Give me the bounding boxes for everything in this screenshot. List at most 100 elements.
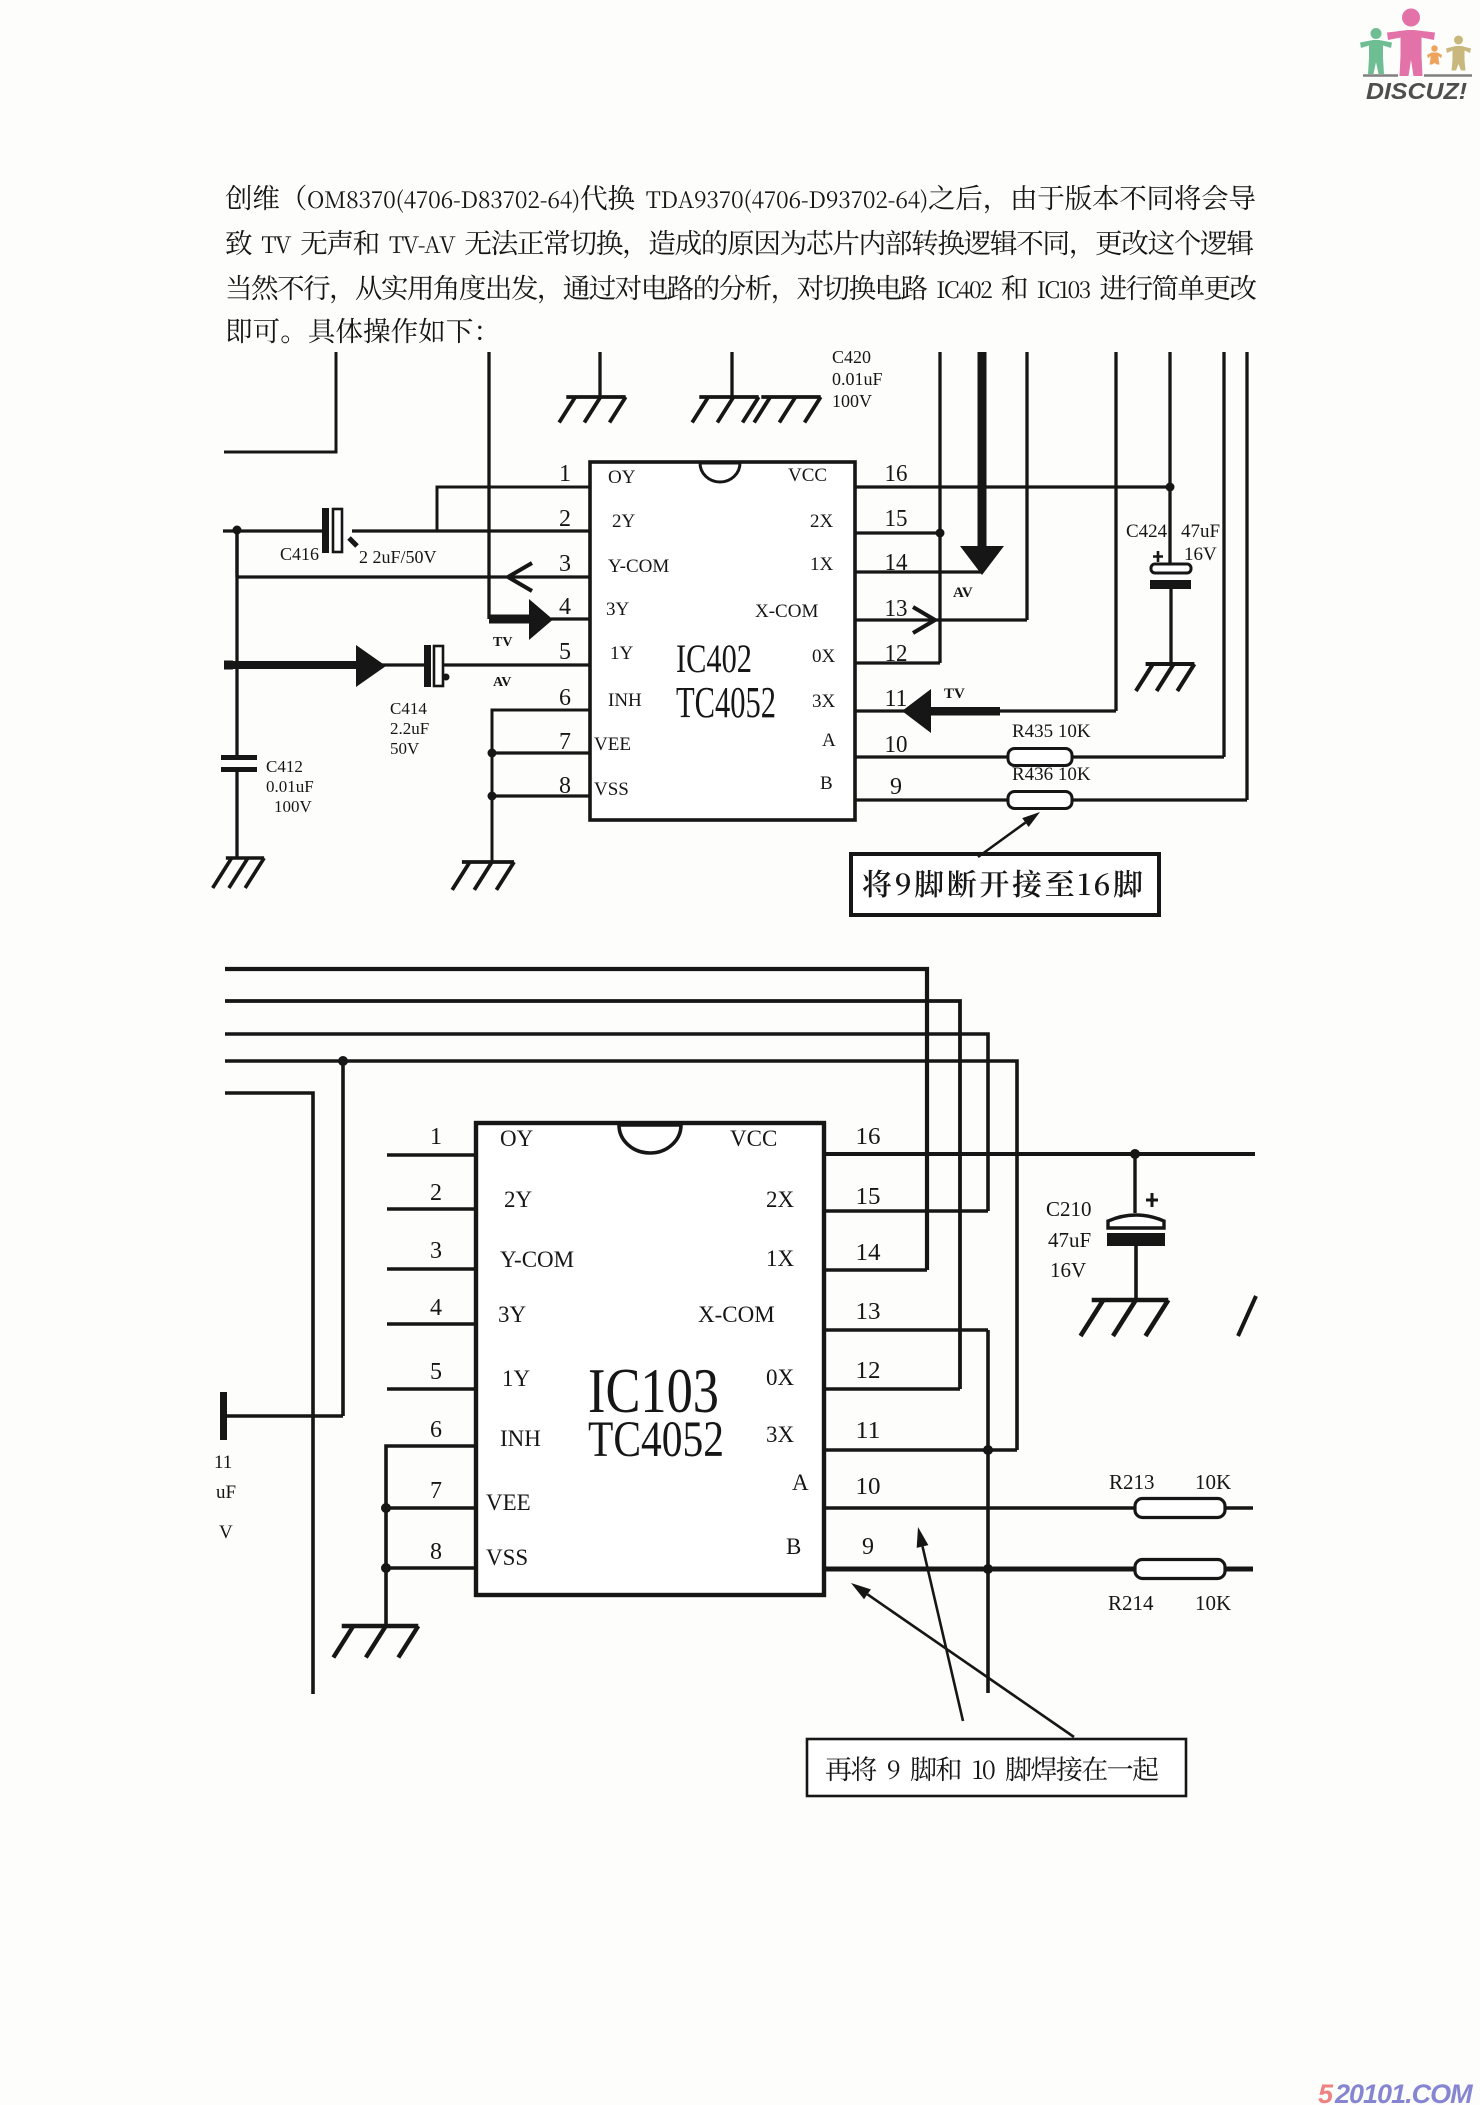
svg-text:16V: 16V — [1050, 1258, 1086, 1282]
svg-text:12: 12 — [885, 641, 908, 667]
svg-text:X-COM: X-COM — [698, 1302, 775, 1327]
svg-text:14: 14 — [856, 1240, 881, 1266]
svg-text:OY: OY — [500, 1126, 534, 1151]
svg-text:4: 4 — [559, 594, 571, 620]
svg-text:3X: 3X — [766, 1422, 795, 1447]
svg-text:5: 5 — [1318, 2079, 1334, 2105]
svg-text:11: 11 — [214, 1452, 232, 1473]
svg-text:INH: INH — [500, 1426, 541, 1451]
svg-text:5: 5 — [559, 639, 571, 665]
svg-text:1X: 1X — [766, 1246, 795, 1271]
svg-text:C420: C420 — [832, 347, 871, 367]
svg-text:TC4052: TC4052 — [588, 1412, 724, 1468]
svg-text:X-COM: X-COM — [755, 601, 818, 622]
svg-text:2: 2 — [430, 1180, 442, 1206]
svg-text:2Y: 2Y — [612, 511, 636, 532]
svg-text:14: 14 — [885, 550, 908, 576]
svg-text:C412: C412 — [266, 757, 303, 776]
svg-text:R214: R214 — [1108, 1591, 1154, 1615]
svg-text:R213: R213 — [1109, 1470, 1155, 1494]
svg-text:15: 15 — [885, 506, 908, 532]
svg-text:12: 12 — [856, 1358, 881, 1384]
svg-text:9: 9 — [890, 774, 902, 800]
svg-text:Y-COM: Y-COM — [500, 1247, 574, 1272]
svg-text:Y-COM: Y-COM — [608, 556, 669, 577]
svg-text:9: 9 — [862, 1534, 874, 1560]
svg-text:VSS: VSS — [594, 779, 629, 800]
svg-text:16: 16 — [856, 1124, 881, 1150]
svg-text:16: 16 — [885, 461, 908, 487]
svg-text:16V: 16V — [1184, 544, 1217, 565]
svg-text:10K: 10K — [1195, 1591, 1231, 1615]
svg-text:7: 7 — [430, 1478, 442, 1504]
svg-text:5: 5 — [430, 1359, 442, 1385]
svg-text:C210: C210 — [1046, 1197, 1092, 1221]
svg-text:OY: OY — [608, 467, 636, 488]
svg-text:VCC: VCC — [730, 1126, 777, 1151]
svg-text:A: A — [822, 730, 836, 751]
svg-text:AV: AV — [493, 675, 511, 690]
svg-text:1Y: 1Y — [610, 643, 634, 664]
svg-text:2X: 2X — [766, 1187, 795, 1212]
svg-text:3X: 3X — [812, 691, 836, 712]
svg-text:IC103: IC103 — [588, 1356, 719, 1426]
svg-text:20101.COM: 20101.COM — [1334, 2079, 1473, 2105]
svg-text:TC4052: TC4052 — [676, 678, 776, 727]
svg-text:VCC: VCC — [788, 465, 827, 486]
svg-text:47uF: 47uF — [1048, 1228, 1091, 1252]
svg-text:C414: C414 — [390, 699, 427, 718]
svg-text:IC402: IC402 — [676, 636, 752, 681]
svg-text:13: 13 — [856, 1299, 881, 1325]
svg-text:2: 2 — [559, 506, 571, 532]
svg-text:4: 4 — [430, 1295, 442, 1321]
svg-text:10K: 10K — [1195, 1470, 1231, 1494]
svg-text:10: 10 — [885, 732, 908, 758]
svg-text:1: 1 — [559, 461, 571, 487]
svg-text:R436 10K: R436 10K — [1012, 764, 1091, 785]
svg-text:6: 6 — [430, 1417, 442, 1443]
svg-text:2Y: 2Y — [504, 1187, 533, 1212]
svg-text:0X: 0X — [766, 1365, 795, 1390]
svg-text:DISCUZ!: DISCUZ! — [1366, 78, 1467, 104]
svg-text:11: 11 — [885, 686, 908, 712]
svg-text:A: A — [792, 1470, 809, 1495]
svg-text:VEE: VEE — [486, 1490, 531, 1515]
svg-text:13: 13 — [885, 596, 908, 622]
svg-text:3Y: 3Y — [498, 1302, 527, 1327]
svg-text:47uF: 47uF — [1181, 521, 1220, 542]
svg-text:V: V — [219, 1522, 233, 1543]
svg-text:B: B — [820, 773, 833, 794]
svg-text:VEE: VEE — [594, 734, 631, 755]
svg-text:8: 8 — [430, 1539, 442, 1565]
svg-text:100V: 100V — [832, 391, 872, 411]
svg-text:0.01uF: 0.01uF — [832, 369, 883, 389]
svg-text:B: B — [786, 1534, 801, 1559]
svg-text:0X: 0X — [812, 646, 836, 667]
svg-text:TV: TV — [493, 635, 512, 650]
svg-text:INH: INH — [608, 690, 642, 711]
svg-text:VSS: VSS — [486, 1545, 528, 1570]
svg-text:C424: C424 — [1126, 521, 1168, 542]
svg-text:2X: 2X — [810, 511, 834, 532]
svg-text:2 2uF/50V: 2 2uF/50V — [359, 547, 437, 567]
svg-text:uF: uF — [216, 1482, 236, 1503]
svg-text:7: 7 — [559, 729, 571, 755]
svg-text:1X: 1X — [810, 554, 834, 575]
svg-text:0.01uF: 0.01uF — [266, 777, 314, 796]
svg-text:2.2uF: 2.2uF — [390, 719, 429, 738]
svg-text:3: 3 — [430, 1238, 442, 1264]
svg-text:6: 6 — [559, 685, 571, 711]
svg-text:3Y: 3Y — [606, 599, 630, 620]
svg-text:11: 11 — [856, 1418, 881, 1444]
svg-text:100V: 100V — [274, 797, 313, 816]
svg-text:AV: AV — [953, 585, 973, 601]
svg-text:TV: TV — [944, 686, 965, 702]
svg-text:C416: C416 — [280, 544, 319, 564]
svg-text:15: 15 — [856, 1184, 881, 1210]
svg-text:1: 1 — [430, 1124, 442, 1150]
svg-text:3: 3 — [559, 551, 571, 577]
svg-text:1Y: 1Y — [502, 1366, 531, 1391]
svg-text:50V: 50V — [390, 739, 420, 758]
svg-text:10: 10 — [856, 1474, 881, 1500]
svg-text:8: 8 — [559, 773, 571, 799]
